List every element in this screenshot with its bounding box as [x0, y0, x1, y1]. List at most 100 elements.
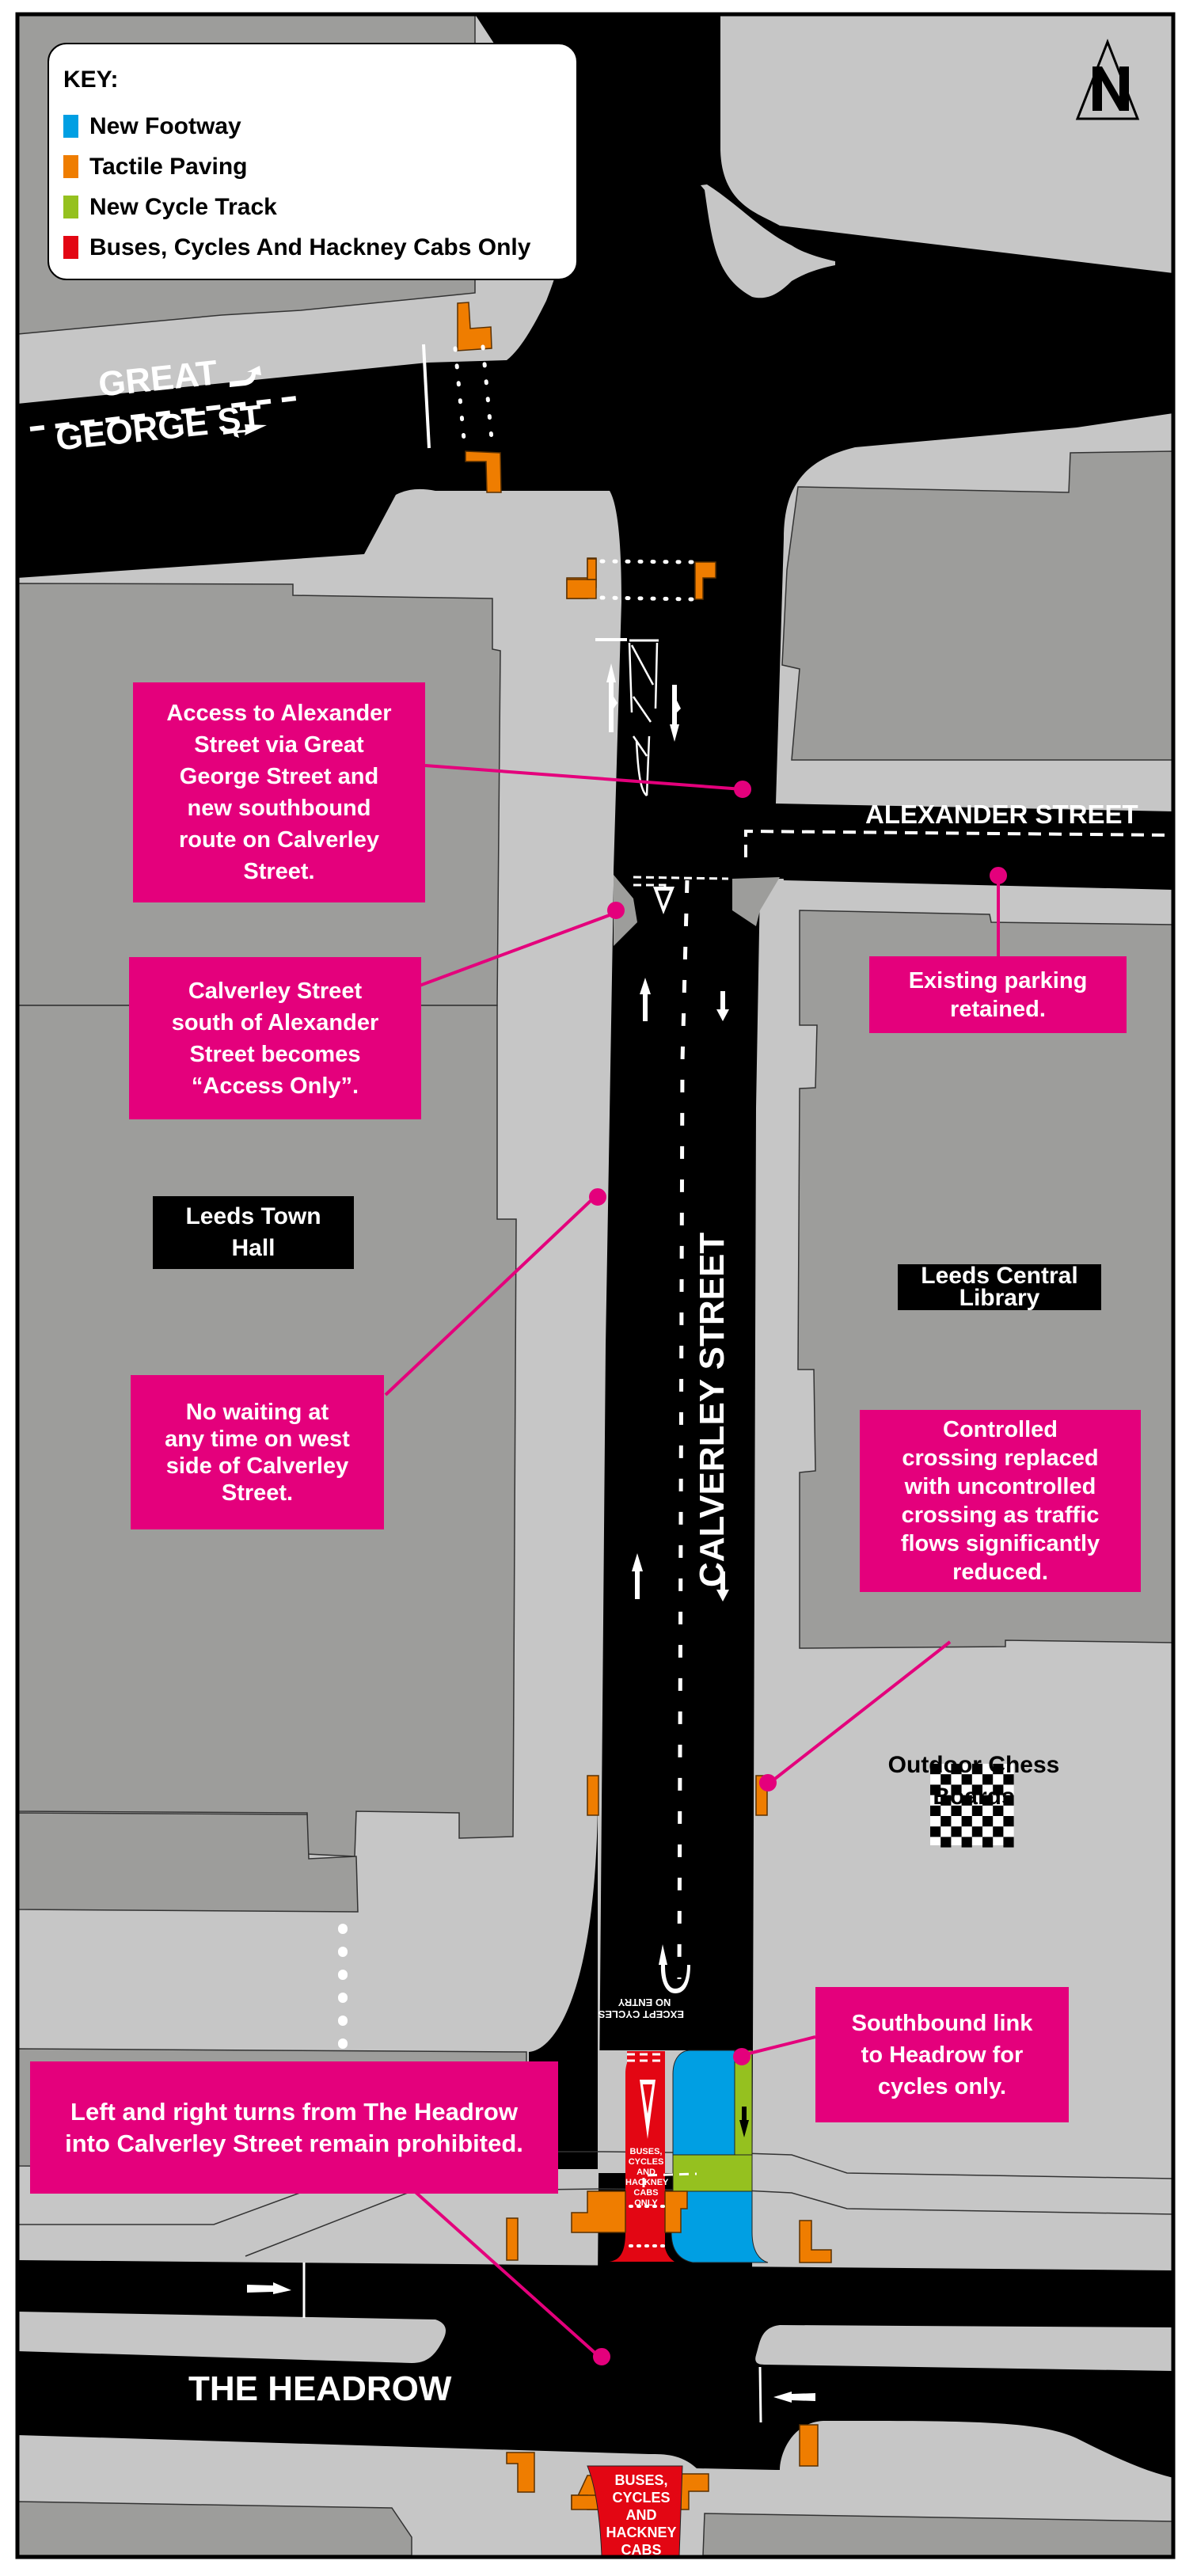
- hatched-area: [628, 642, 659, 797]
- cycle-give-way: [642, 2172, 697, 2187]
- give-way-line: [633, 883, 667, 888]
- map-frame: [15, 12, 1176, 2559]
- tactile-paving: [571, 2190, 626, 2233]
- bus-gate-marking-text: BUSES, CYCLES AND HACKNEY CABS ONLY: [606, 2472, 677, 2575]
- headrow-island-east: [755, 2325, 1173, 2371]
- road-label-calverley-street: CALVERLEY STREET: [693, 1232, 732, 1587]
- arrow-ahead-right-icon: [230, 366, 261, 387]
- centre-line-great-george: [29, 396, 298, 431]
- leader-dot: [734, 781, 751, 798]
- tactile-paving: [587, 558, 597, 580]
- key-item-new-footway: New Footway: [63, 106, 576, 146]
- arrow-north-icon: [640, 978, 651, 1021]
- chess-square: [940, 1774, 952, 1785]
- chess-square: [930, 1764, 941, 1775]
- crossing-dots: [453, 346, 467, 450]
- chess-square: [982, 1795, 994, 1806]
- road-label-the-headrow: THE HEADROW: [188, 2369, 452, 2408]
- chess-square: [951, 1826, 962, 1837]
- leader-dot: [589, 1188, 606, 1206]
- chess-square: [971, 1784, 982, 1795]
- new-footway-north: [672, 2050, 735, 2156]
- chess-square: [930, 1805, 941, 1816]
- no-entry-line1: NO ENTRY: [618, 1997, 671, 2008]
- arrow-north-icon: [632, 1553, 643, 1599]
- label-leeds-central-library: Leeds Central Library: [898, 1264, 1101, 1310]
- new-footway-south: [671, 2190, 769, 2263]
- traffic-island-north: [701, 184, 835, 298]
- leader-line: [419, 911, 617, 987]
- stop-line-great-george: [422, 344, 431, 449]
- arrow-south-icon: [716, 991, 729, 1021]
- tactile-paving-group: [457, 302, 832, 2510]
- label-leeds-town-hall: Leeds Town Hall: [153, 1196, 354, 1269]
- kerb-wedge-east: [732, 877, 780, 926]
- chess-square: [951, 1764, 962, 1775]
- chess-square: [982, 1816, 994, 1827]
- chess-square: [1003, 1795, 1014, 1806]
- chess-square: [940, 1837, 952, 1848]
- callout-access-alexander-street: Access to Alexander Street via Great Geo…: [133, 682, 425, 902]
- arrow-ahead-left-icon: [223, 424, 267, 438]
- building-town-hall-annex: [17, 1812, 359, 1913]
- chess-square: [940, 1816, 952, 1827]
- give-way-triangle-icon: [653, 887, 674, 914]
- north-arrow-icon: [1075, 38, 1140, 120]
- key-label: New Cycle Track: [89, 193, 277, 220]
- leader-line: [384, 1198, 594, 1396]
- give-way-triangle-icon: [640, 2080, 656, 2139]
- stop-line: [758, 2366, 762, 2423]
- crossing-dots: [599, 559, 695, 564]
- parking-bay-markings: [744, 829, 1174, 857]
- label-outdoor-chess-boards: Outdoor Chess Boards: [887, 1752, 1060, 1810]
- key-item-bus-only: Buses, Cycles And Hackney Cabs Only: [63, 227, 576, 268]
- key-swatch-green-icon: [63, 196, 78, 218]
- building-south-left: [17, 2501, 412, 2556]
- chess-square: [1003, 1816, 1014, 1827]
- chess-square: [971, 1764, 982, 1775]
- arrow-south-icon: [670, 685, 681, 742]
- key-label: Buses, Cycles And Hackney Cabs Only: [89, 234, 531, 260]
- no-entry-except-cycles-marking: EXCEPT CYCLES NO ENTRY: [598, 1997, 684, 2020]
- callout-access-only: Calverley Street south of Alexander Stre…: [129, 957, 421, 1119]
- chess-square: [930, 1826, 941, 1837]
- callout-turns-prohibited: Left and right turns from The Headrow in…: [30, 2061, 558, 2194]
- tactile-paving: [694, 561, 716, 600]
- u-turn-arrow-icon: [659, 1944, 690, 1993]
- building-south-right: [702, 2513, 1174, 2556]
- crossing-dots: [481, 344, 495, 450]
- new-cycle-track: [734, 2050, 753, 2156]
- no-entry-line2: EXCEPT CYCLES: [598, 2008, 684, 2020]
- building-top-right: [781, 450, 1174, 761]
- tactile-paving: [664, 2190, 688, 2233]
- chess-square: [993, 1784, 1004, 1795]
- tactile-paving: [465, 450, 502, 493]
- calverley-street-north-road: [17, 14, 1173, 887]
- arrow-west-icon: [773, 2392, 815, 2403]
- chess-square: [993, 1826, 1004, 1837]
- arrow-north-icon: [606, 663, 618, 732]
- leader-dot: [593, 2348, 610, 2365]
- key-swatch-red-icon: [63, 236, 78, 259]
- leader-dot: [607, 902, 625, 919]
- crossing-dots: [599, 595, 695, 602]
- chess-square: [993, 1805, 1004, 1816]
- kerb-wedge-west: [614, 875, 637, 946]
- arrow-south-icon: [739, 2107, 749, 2137]
- leader-dot: [990, 867, 1007, 884]
- tactile-paving: [799, 2424, 819, 2467]
- map-key: KEY: New Footway Tactile Paving New Cycl…: [48, 43, 578, 280]
- chess-square: [940, 1795, 952, 1806]
- chess-square: [961, 1795, 972, 1806]
- tactile-paving: [506, 2217, 519, 2261]
- key-item-tactile-paving: Tactile Paving: [63, 146, 576, 187]
- lane-arrows: [223, 366, 815, 2403]
- chess-square: [961, 1774, 972, 1785]
- chess-square: [961, 1816, 972, 1827]
- key-swatch-orange-icon: [63, 155, 78, 178]
- key-label: Tactile Paving: [89, 153, 248, 180]
- callout-crossing-replaced: Controlled crossing replaced with uncont…: [860, 1410, 1141, 1592]
- leader-line: [742, 2035, 816, 2057]
- chess-square: [982, 1774, 994, 1785]
- the-headrow-road: [17, 2260, 1173, 2478]
